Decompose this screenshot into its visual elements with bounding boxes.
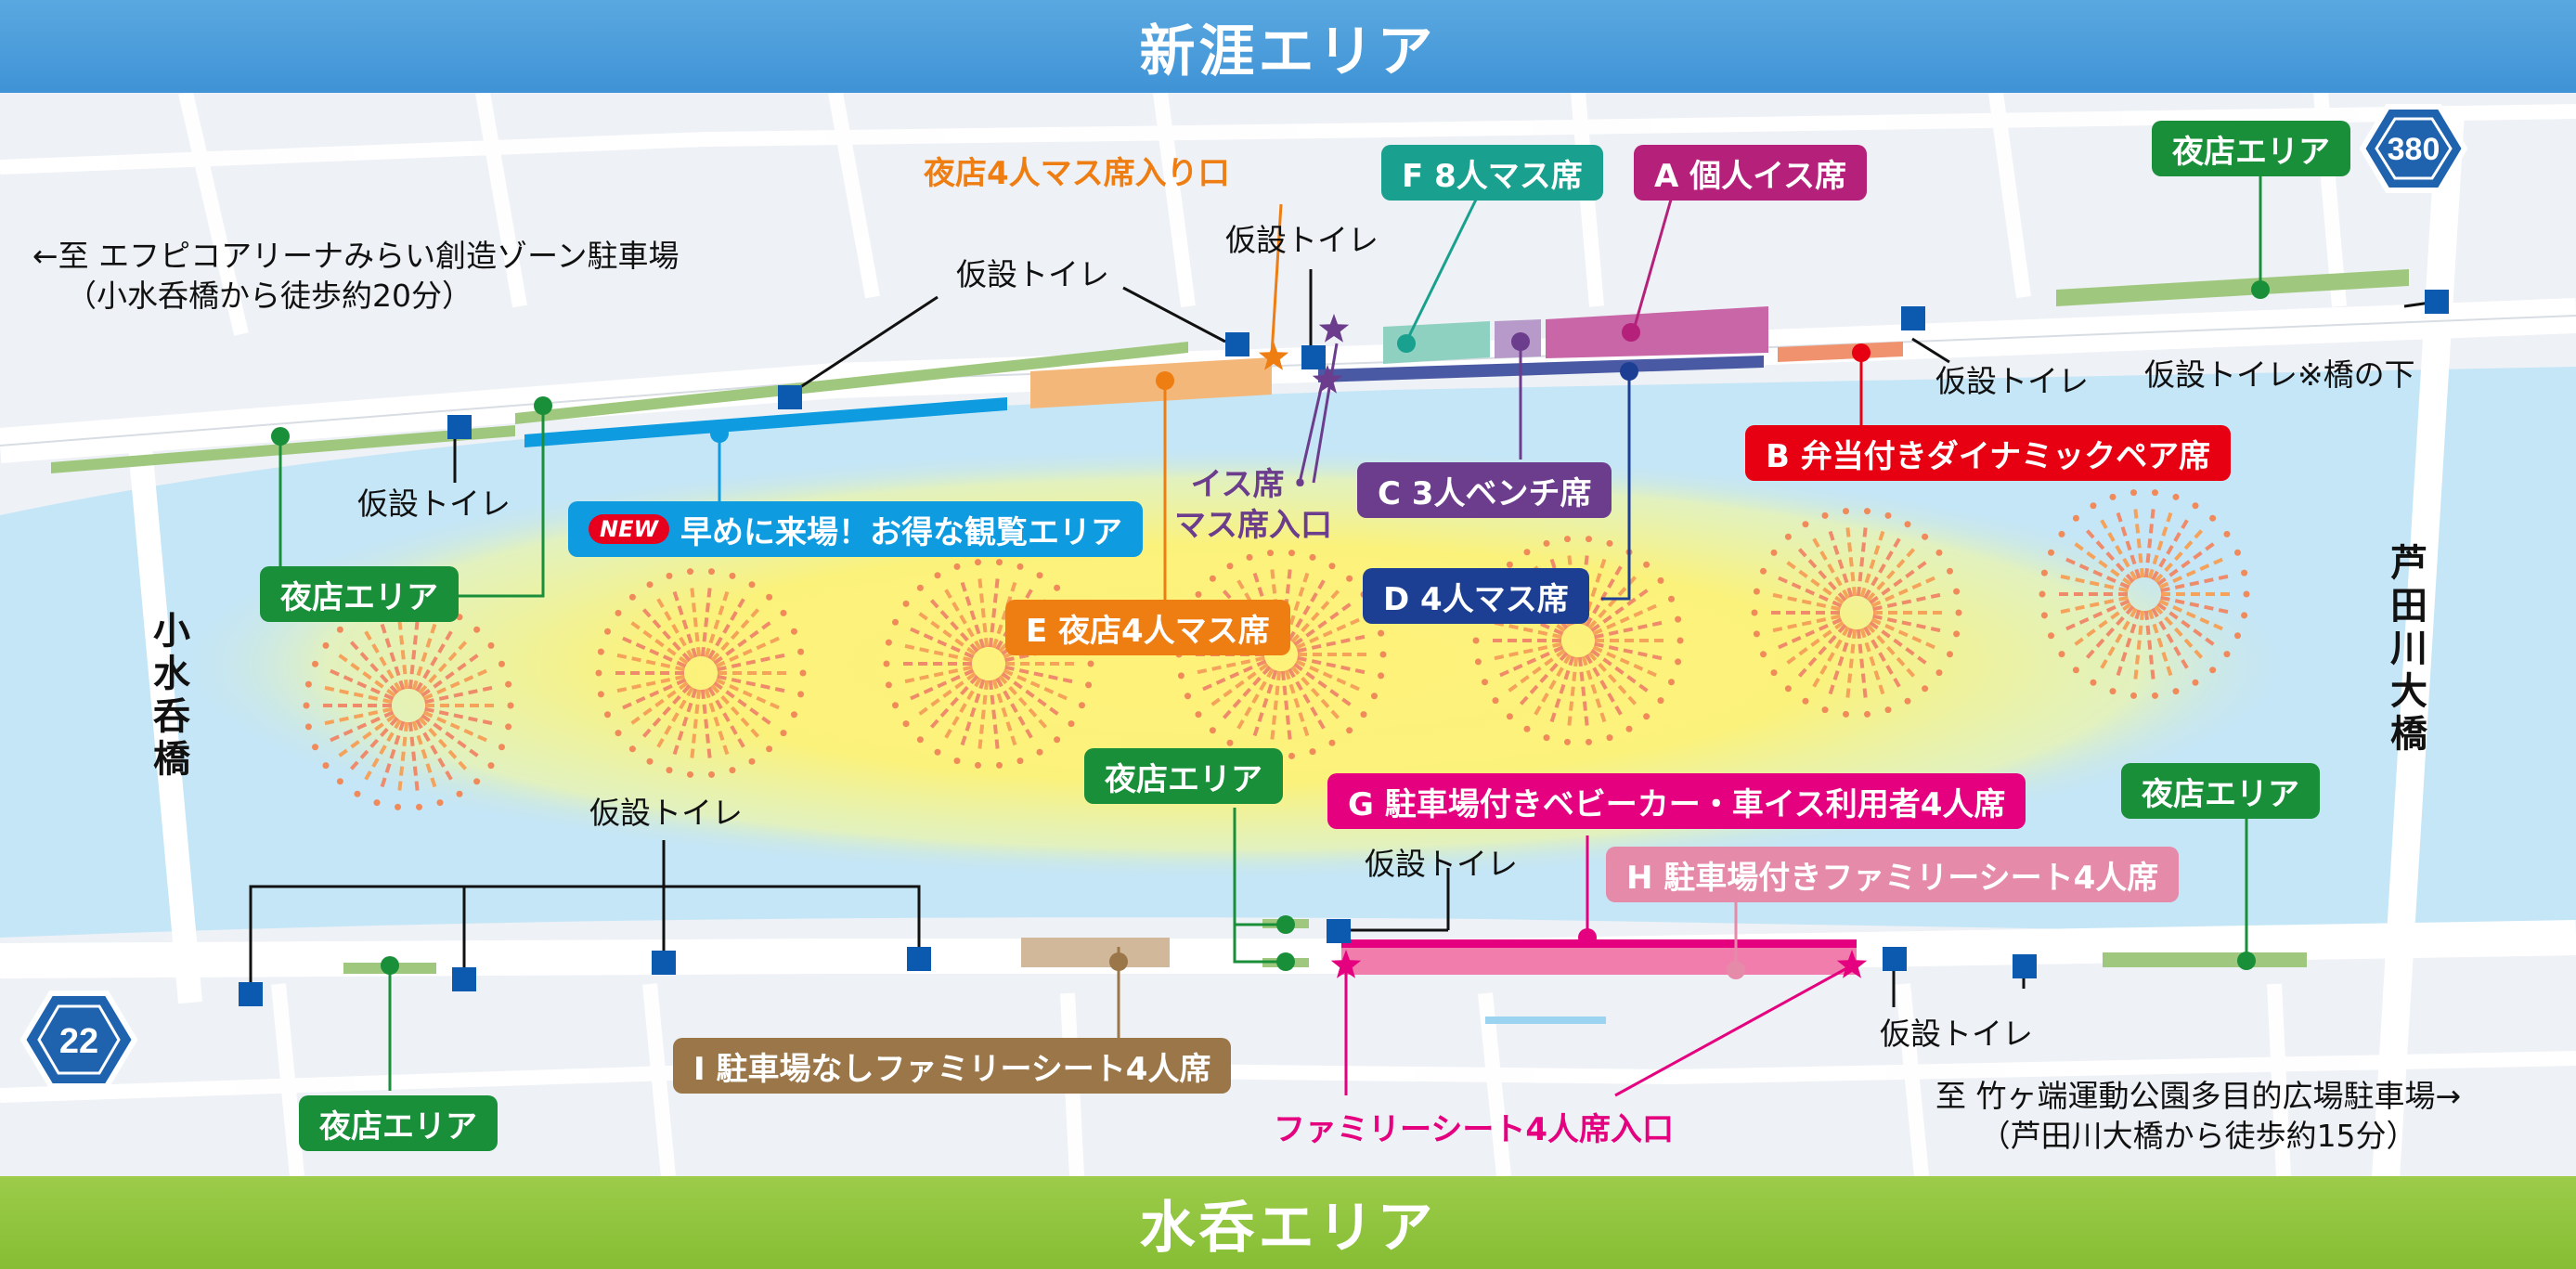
entrance-star-icon bbox=[1836, 950, 1868, 978]
parking-right-line1: 至 竹ヶ端運動公園多目的広場駐車場→ bbox=[1935, 1078, 2462, 1114]
parking-right-line2: （芦田川大橋から徒歩約15分） bbox=[1979, 1117, 2417, 1154]
toilet-label-4: 仮設トイレ bbox=[1935, 363, 2089, 399]
stall-label-right: 夜店エリア bbox=[2121, 763, 2320, 819]
route-380-sign: 380 bbox=[2359, 104, 2468, 193]
seat-i-label: I 駐車場なしファミリーシート4人席 bbox=[673, 1038, 1232, 1094]
seat-g-label: G 駐車場付きベビーカー・車イス利用者4人席 bbox=[1327, 773, 2026, 829]
entrance-family-label: ファミリーシート4人席入口 bbox=[1274, 1111, 1674, 1148]
toilet-label-1: 仮設トイレ bbox=[956, 256, 1109, 292]
new-badge: NEW bbox=[589, 514, 669, 544]
entrance-chair-line2: マス席入口 bbox=[1174, 507, 1332, 545]
early-viewing-text: 早めに来場！お得な観覧エリア bbox=[680, 513, 1122, 551]
area-band-top: 新涯エリア bbox=[0, 0, 2576, 93]
early-viewing-label: NEW 早めに来場！お得な観覧エリア bbox=[568, 501, 1143, 557]
seat-b-label: B 弁当付きダイナミックペア席 bbox=[1745, 425, 2232, 481]
area-bottom-label: 水呑エリア bbox=[1139, 1195, 1437, 1261]
firework-burst bbox=[303, 601, 514, 810]
entrance-star-icon bbox=[1258, 342, 1289, 370]
firework-burst bbox=[595, 568, 807, 778]
route-380-label: 380 bbox=[2388, 132, 2440, 167]
seat-c-label: C 3人ベンチ席 bbox=[1357, 462, 1612, 518]
parking-left-line2: （小水呑橋から徒歩約20分） bbox=[66, 277, 472, 314]
seat-e-label: E 夜店4人マス席 bbox=[1005, 600, 1290, 655]
toilet-label-bridge: 仮設トイレ※橋の下 bbox=[2144, 356, 2415, 393]
entrance-chair-line1: イス席・ bbox=[1190, 466, 1316, 503]
entrance-yomise-label: 夜店4人マス席入り口 bbox=[924, 155, 1230, 192]
bridge-right-label: 芦田川大橋 bbox=[2384, 543, 2427, 757]
parking-left: ←至 エフピコアリーナみらい創造ゾーン駐車場 （小水呑橋から徒歩約20分） bbox=[32, 237, 680, 317]
entrance-star-icon bbox=[1330, 950, 1362, 978]
entrance-star-icon bbox=[1312, 365, 1343, 394]
seat-d-label: D 4人マス席 bbox=[1363, 568, 1589, 624]
stall-label-bottom-left: 夜店エリア bbox=[299, 1095, 498, 1151]
area-band-bottom: 水呑エリア bbox=[0, 1176, 2576, 1269]
stall-label-center: 夜店エリア bbox=[1084, 748, 1283, 804]
entrance-star-icon bbox=[1318, 314, 1350, 343]
toilet-label-7: 仮設トイレ bbox=[1880, 1016, 2033, 1052]
toilet-label-6: 仮設トイレ bbox=[1365, 846, 1518, 882]
seat-h-label: H 駐車場付きファミリーシート4人席 bbox=[1606, 847, 2180, 902]
seat-a-label: A 個人イス席 bbox=[1634, 145, 1868, 201]
parking-right: 至 竹ヶ端運動公園多目的広場駐車場→ （芦田川大橋から徒歩約15分） bbox=[1935, 1077, 2461, 1157]
entrance-stars bbox=[1258, 314, 1868, 978]
route-22-sign: 22 bbox=[19, 991, 138, 1089]
parking-left-line1: ←至 エフピコアリーナみらい創造ゾーン駐車場 bbox=[32, 238, 680, 274]
entrance-chair-label: イス席・ マス席入口 bbox=[1174, 464, 1332, 546]
toilet-label-5: 仮設トイレ bbox=[589, 795, 743, 831]
firework-burst bbox=[1751, 508, 1962, 718]
stall-label-left: 夜店エリア bbox=[260, 566, 459, 622]
seat-f-label: F 8人マス席 bbox=[1381, 145, 1603, 201]
bridge-left-label: 小水呑橋 bbox=[147, 611, 189, 782]
route-22-label: 22 bbox=[59, 1022, 98, 1061]
firework-burst bbox=[2039, 489, 2250, 699]
area-top-label: 新涯エリア bbox=[1139, 19, 1437, 84]
toilet-label-3: 仮設トイレ bbox=[357, 486, 511, 522]
toilet-label-2: 仮設トイレ bbox=[1225, 222, 1379, 258]
stall-label-top-right: 夜店エリア bbox=[2152, 121, 2350, 176]
